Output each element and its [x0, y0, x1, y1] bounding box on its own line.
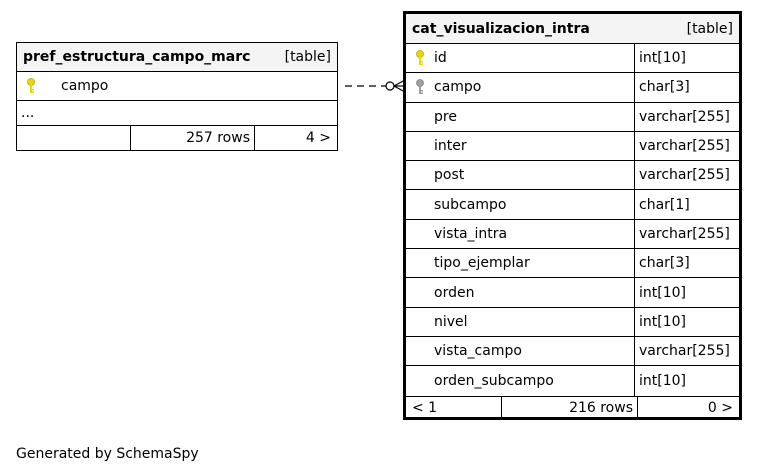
column-type: int[10] — [639, 284, 686, 301]
column-name: tipo_ejemplar — [434, 249, 635, 278]
table-footer: < 1 216 rows 0 > — [406, 395, 739, 419]
no-key-spacer — [406, 161, 434, 189]
column-name: inter — [434, 131, 635, 161]
column-name: orden — [434, 278, 635, 307]
footer-left — [17, 126, 131, 150]
table-kind: [table] — [284, 49, 331, 65]
footer-right[interactable]: 4 > — [305, 130, 331, 146]
table-name: pref_estructura_campo_marc — [23, 49, 251, 65]
column-name: pre — [434, 102, 635, 131]
column-name: nivel — [434, 307, 635, 336]
column-name: campo — [61, 78, 109, 94]
column-name: orden_subcampo — [434, 366, 635, 396]
column-type: int[10] — [639, 50, 686, 67]
footer-left[interactable]: < 1 — [406, 396, 502, 419]
column-type: varchar[255] — [639, 343, 730, 360]
column-type: varchar[255] — [639, 225, 730, 242]
optional-circle-marker — [385, 81, 395, 91]
column-name: campo — [434, 73, 635, 102]
no-key-spacer — [406, 308, 434, 336]
table-header[interactable]: cat_visualizacion_intra [table] — [406, 14, 739, 44]
no-key-spacer — [406, 220, 434, 248]
column-type: int[10] — [639, 313, 686, 330]
row-count: 216 rows — [502, 396, 638, 419]
primary-key-icon — [17, 72, 45, 100]
no-key-spacer — [406, 249, 434, 277]
column-type: int[10] — [639, 372, 686, 389]
primary-key-icon — [406, 44, 434, 72]
footer-right[interactable]: 0 > — [707, 399, 733, 416]
no-key-spacer — [406, 132, 434, 160]
no-key-spacer — [406, 337, 434, 365]
column-name: vista_campo — [434, 336, 635, 366]
column-type: varchar[255] — [639, 138, 730, 155]
generated-by-caption: Generated by SchemaSpy — [16, 446, 199, 462]
column-name: id — [434, 44, 635, 73]
column-type: char[3] — [639, 79, 690, 96]
no-key-spacer — [406, 103, 434, 131]
table-name: cat_visualizacion_intra — [412, 20, 590, 37]
column-type: char[3] — [639, 255, 690, 272]
row-count: 257 rows — [131, 126, 255, 150]
no-key-spacer — [406, 190, 434, 218]
column-name: vista_intra — [434, 219, 635, 249]
column-type: char[1] — [639, 196, 690, 213]
table-kind: [table] — [686, 20, 733, 37]
no-key-spacer — [406, 366, 434, 395]
table-footer: 257 rows 4 > — [17, 126, 337, 150]
table-header[interactable]: pref_estructura_campo_marc [table] — [17, 43, 337, 72]
column-row[interactable]: campo — [17, 72, 337, 101]
column-type: varchar[255] — [639, 108, 730, 125]
column-name: post — [434, 161, 635, 190]
no-key-spacer — [406, 278, 434, 306]
column-type: varchar[255] — [639, 167, 730, 184]
ellipsis-row: ... — [17, 101, 337, 126]
foreign-key-icon — [406, 73, 434, 101]
column-name: subcampo — [434, 190, 635, 219]
table-pref-estructura-campo-marc[interactable]: pref_estructura_campo_marc [table] campo… — [16, 42, 338, 151]
ellipsis: ... — [21, 105, 35, 121]
